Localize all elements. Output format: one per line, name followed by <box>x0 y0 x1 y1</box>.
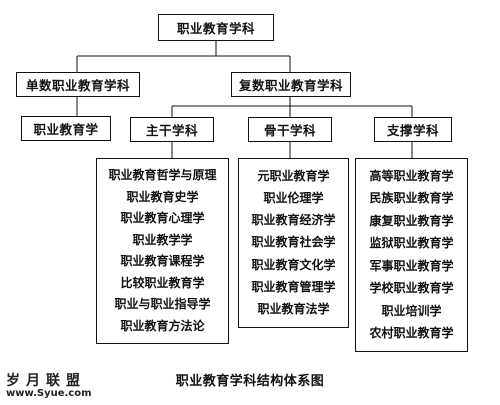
list-item: 职业教育课程学 <box>120 254 205 269</box>
watermark-text: 岁月联盟 <box>6 373 86 389</box>
list-item: 比较职业教育学 <box>120 275 205 290</box>
list-item: 职业教育管理学 <box>251 280 336 295</box>
list-item: 职业教育方法论 <box>120 318 205 333</box>
support-discipline-list: 高等职业教育学 民族职业教育学 康复职业教育学 监狱职业教育学 军事职业教育学 … <box>355 158 468 352</box>
list-item: 职业与职业指导学 <box>114 297 211 312</box>
main-discipline-node: 主干学科 <box>130 117 214 142</box>
main-discipline-list: 职业教育哲学与原理 职业教育史学 职业教育心理学 职业教学学 职业教育课程学 比… <box>96 158 229 344</box>
backbone-discipline-node: 骨干学科 <box>248 117 332 142</box>
vocational-pedagogy-node: 职业教育学 <box>21 116 111 141</box>
list-item: 职业教育社会学 <box>251 235 336 250</box>
list-item: 职业教育哲学与原理 <box>108 168 217 183</box>
list-item: 农村职业教育学 <box>369 326 454 341</box>
backbone-discipline-list: 元职业教育学 职业伦理学 职业教育经济学 职业教育社会学 职业教育文化学 职业教… <box>238 158 349 328</box>
list-item: 民族职业教育学 <box>369 191 454 206</box>
list-item: 学校职业教育学 <box>369 281 454 296</box>
list-item: 职业教育文化学 <box>251 257 336 272</box>
list-item: 高等职业教育学 <box>369 168 454 183</box>
diagram-caption: 职业教育学科结构体系图 <box>175 374 325 389</box>
support-discipline-node: 支撑学科 <box>374 117 452 142</box>
root-node: 职业教育学科 <box>158 14 274 41</box>
list-item: 职业教育法学 <box>257 302 330 317</box>
list-item: 军事职业教育学 <box>369 258 454 273</box>
single-discipline-node: 单数职业教育学科 <box>16 72 140 97</box>
list-item: 职业教育经济学 <box>251 213 336 228</box>
list-item: 职业培训学 <box>381 303 442 318</box>
list-item: 监狱职业教育学 <box>369 236 454 251</box>
list-item: 康复职业教育学 <box>369 213 454 228</box>
list-item: 职业教育心理学 <box>120 211 205 226</box>
compound-discipline-node: 复数职业教育学科 <box>231 72 351 97</box>
list-item: 职业伦理学 <box>263 190 324 205</box>
list-item: 职业教育史学 <box>126 189 199 204</box>
watermark-url: www.Syue.com <box>6 388 92 399</box>
list-item: 元职业教育学 <box>257 168 330 183</box>
list-item: 职业教学学 <box>132 232 193 247</box>
